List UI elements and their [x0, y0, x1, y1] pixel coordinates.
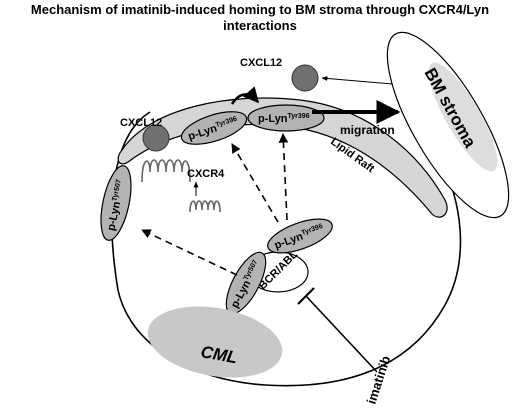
cxcl12-top-label: CXCL12	[240, 57, 282, 69]
cxcl12-release-arrow	[321, 76, 393, 85]
dashed-arrow-to-raft-right	[278, 133, 289, 221]
plyn-node-raft-right: p-LynTyr396	[247, 104, 325, 132]
cml-nucleus	[147, 306, 283, 378]
imatinib-inhibition-bar	[297, 287, 315, 305]
imatinib-inhibition-line	[305, 295, 378, 373]
plyn-sub-3: Tyr507	[111, 179, 122, 202]
plyn-main-2: p-Lyn	[258, 113, 288, 125]
cxcr4-membrane-receptor	[141, 159, 191, 183]
plyn-node-left-membrane: p-LynTyr507	[100, 165, 132, 241]
title-line-1: Mechanism of imatinib-induced homing to …	[30, 2, 490, 17]
dashed-arrow-to-left-lyn	[141, 229, 238, 276]
cxcl12-ligand-top	[291, 64, 319, 92]
dashed-arrow-to-raft-left	[231, 143, 279, 223]
cxcr4-internal-receptor	[189, 200, 221, 213]
cxcl12-ligand-left	[142, 124, 170, 152]
figure-title: Mechanism of imatinib-induced homing to …	[0, 2, 520, 34]
svg-text:p-LynTyr396: p-LynTyr396	[258, 113, 310, 125]
plyn-sub-2: Tyr396	[288, 113, 310, 120]
cxcr4-label: CXCR4	[187, 168, 225, 180]
plyn-node-raft-left: p-LynTyr396	[180, 111, 248, 145]
curved-activation-arrow	[230, 86, 260, 105]
cxcl12-left-label: CXCL12	[120, 117, 162, 129]
plyn-node-bcr-upper: p-LynTyr396	[267, 218, 333, 254]
migration-label: migration	[340, 123, 395, 137]
title-line-2: interactions	[223, 18, 297, 33]
bm-stroma-nucleus	[428, 62, 498, 172]
